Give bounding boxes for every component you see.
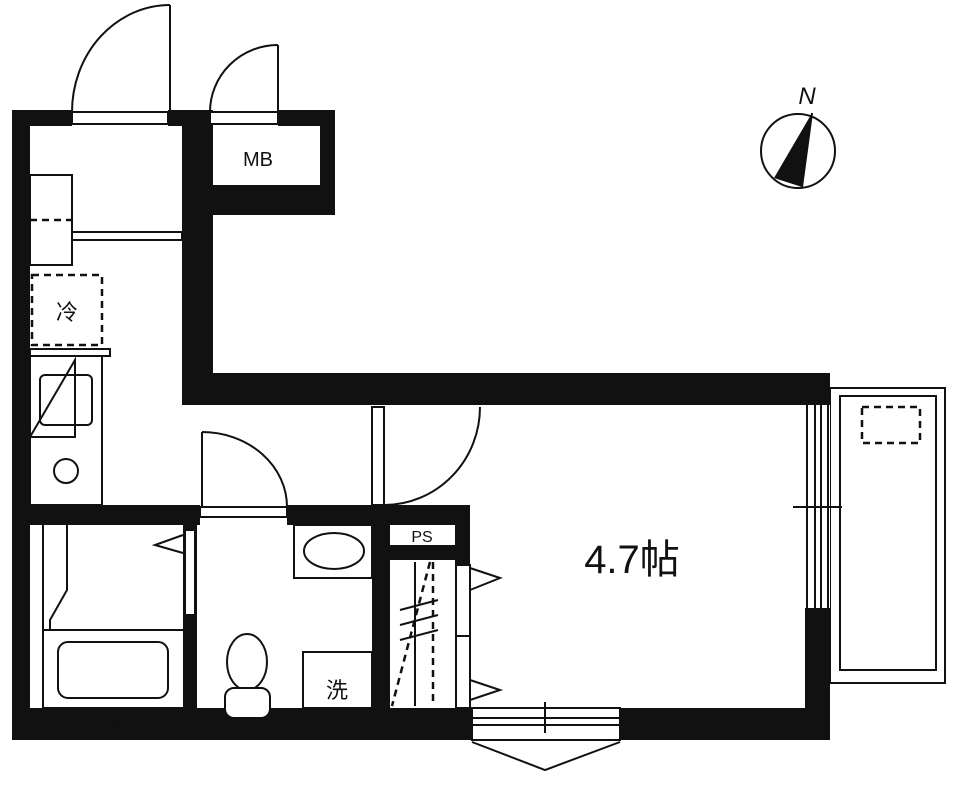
- walls: [12, 110, 830, 740]
- toilet-icon: [226, 633, 268, 691]
- washer-space: [302, 651, 373, 709]
- closet[interactable]: [390, 561, 504, 709]
- entrance-door[interactable]: [71, 4, 171, 125]
- bottom-window[interactable]: [471, 702, 621, 772]
- washer-label: 洗: [326, 678, 348, 703]
- washroom-door[interactable]: [199, 431, 288, 518]
- north-arrow-icon: N: [760, 83, 836, 189]
- bath-sliding-door[interactable]: [184, 529, 196, 616]
- toilet-room: 洗: [224, 524, 373, 719]
- balcony-window[interactable]: [793, 405, 842, 608]
- pipe-space-bath-label: PS: [102, 714, 122, 731]
- fridge-space: [30, 273, 104, 347]
- balcony: [829, 387, 946, 684]
- stove-icon: [53, 458, 79, 484]
- bathtub-icon: [57, 641, 169, 699]
- fridge-label: 冷: [56, 300, 78, 325]
- sink-icon: [39, 374, 93, 426]
- room-size-label: 4.7帖: [584, 538, 680, 582]
- outdoor-unit-space: [860, 405, 922, 445]
- north-label: N: [798, 83, 816, 110]
- room-door[interactable]: [371, 406, 481, 506]
- pipe-space-label: PS: [411, 529, 432, 546]
- meter-box-label: MB: [243, 149, 273, 171]
- kitchen: 冷: [29, 174, 183, 506]
- meter-box-door[interactable]: [209, 44, 279, 125]
- wash-basin-icon: [303, 532, 365, 570]
- bathroom: PS: [42, 525, 196, 731]
